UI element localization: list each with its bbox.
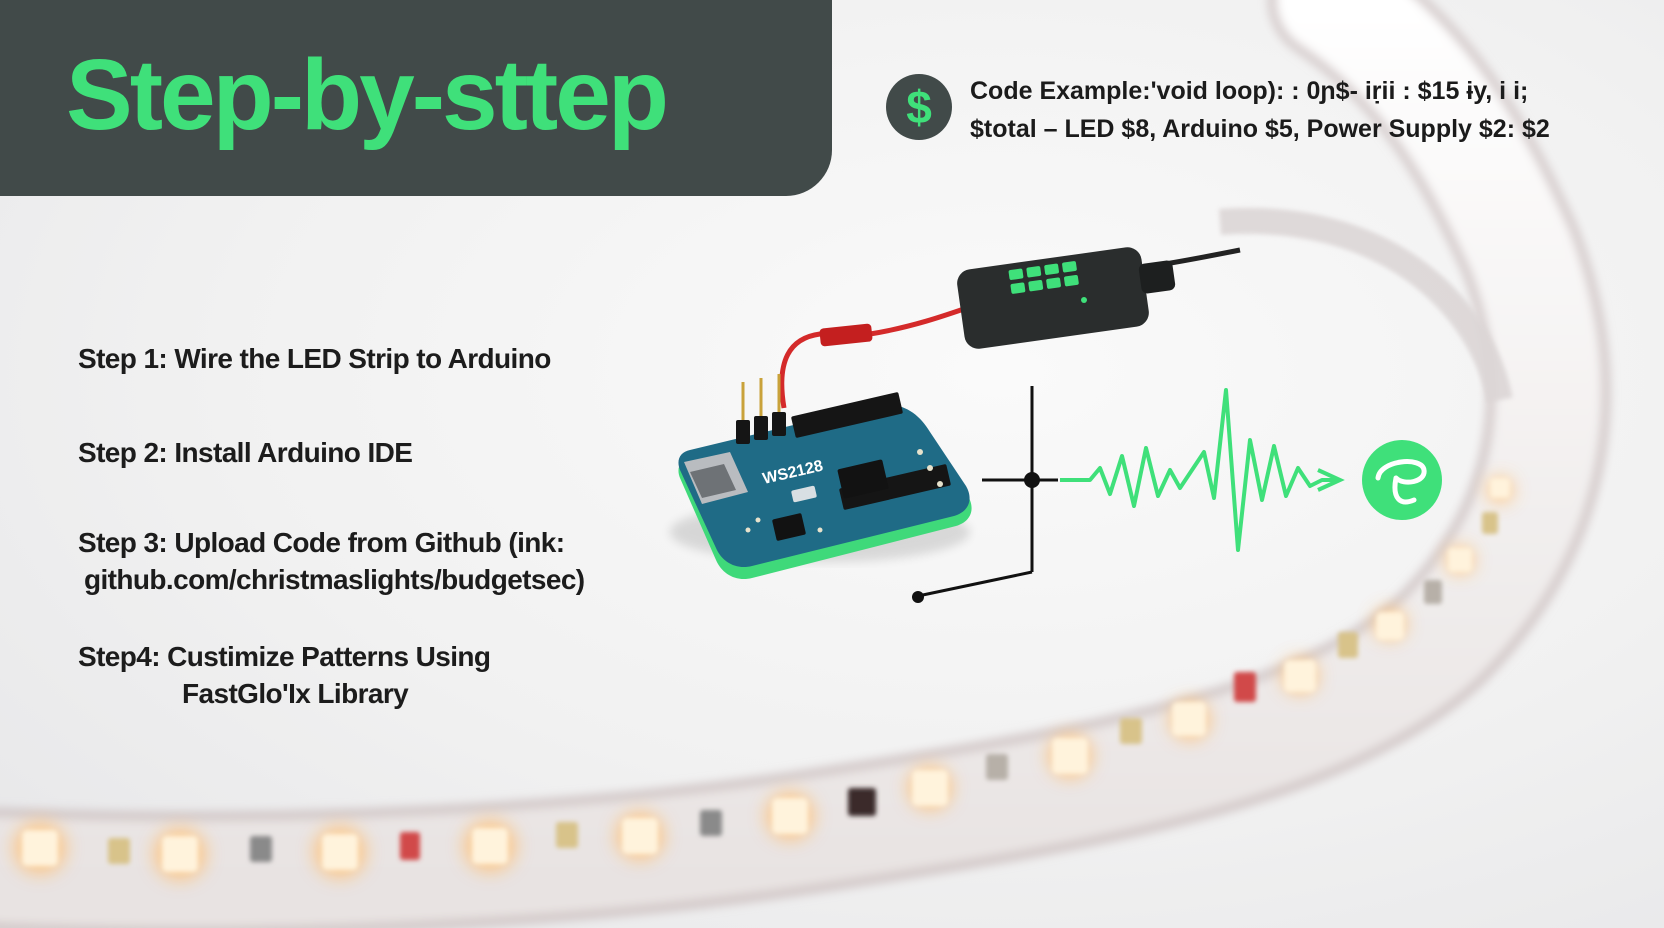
- junction-dot: [1024, 472, 1040, 488]
- led-strip: [0, 0, 1610, 928]
- cost-text: Code Example:'void loop): : 0ɲ$- iṛii : …: [970, 72, 1550, 148]
- step-1-text: Step 1: Wire the LED Strip to Arduino: [78, 343, 551, 374]
- end-dot: [912, 591, 924, 603]
- title-banner: Step-by-sttep: [0, 0, 832, 196]
- dollar-icon: $: [886, 74, 952, 140]
- step-4-text: Step4: Custimize Patterns Using: [78, 641, 491, 672]
- output-icon: [1362, 440, 1442, 520]
- step-2-text: Step 2: Install Arduino IDE: [78, 437, 413, 468]
- cost-line-1: Code Example:'void loop): : 0ɲ$- iṛii : …: [970, 77, 1529, 105]
- arduino-board: [670, 374, 972, 580]
- red-cable: [779, 297, 991, 409]
- step-4-library: FastGlo'Ix Library: [182, 678, 409, 709]
- arrow-head: [1317, 468, 1345, 492]
- led-chips: [14, 477, 1513, 880]
- step-3-text: Step 3: Upload Code from Github (ink:: [78, 527, 565, 558]
- step-1: Step 1: Wire the LED Strip to Arduino: [78, 340, 551, 377]
- controller-module: [957, 247, 1176, 349]
- step-3-link: github.com/christmaslights/budgetsec): [84, 564, 585, 595]
- red-connector: [819, 323, 873, 347]
- step-3: Step 3: Upload Code from Github (ink: gi…: [78, 524, 585, 598]
- led-strip-edge: [1219, 207, 1513, 403]
- step-4: Step4: Custimize Patterns Using FastGlo'…: [78, 638, 491, 712]
- step-2: Step 2: Install Arduino IDE: [78, 434, 413, 471]
- signal-waveform: [1060, 388, 1340, 552]
- page-title: Step-by-sttep: [66, 39, 669, 151]
- cost-line-2: $total – LED $8, Arduino $5, Power Suppl…: [970, 115, 1550, 143]
